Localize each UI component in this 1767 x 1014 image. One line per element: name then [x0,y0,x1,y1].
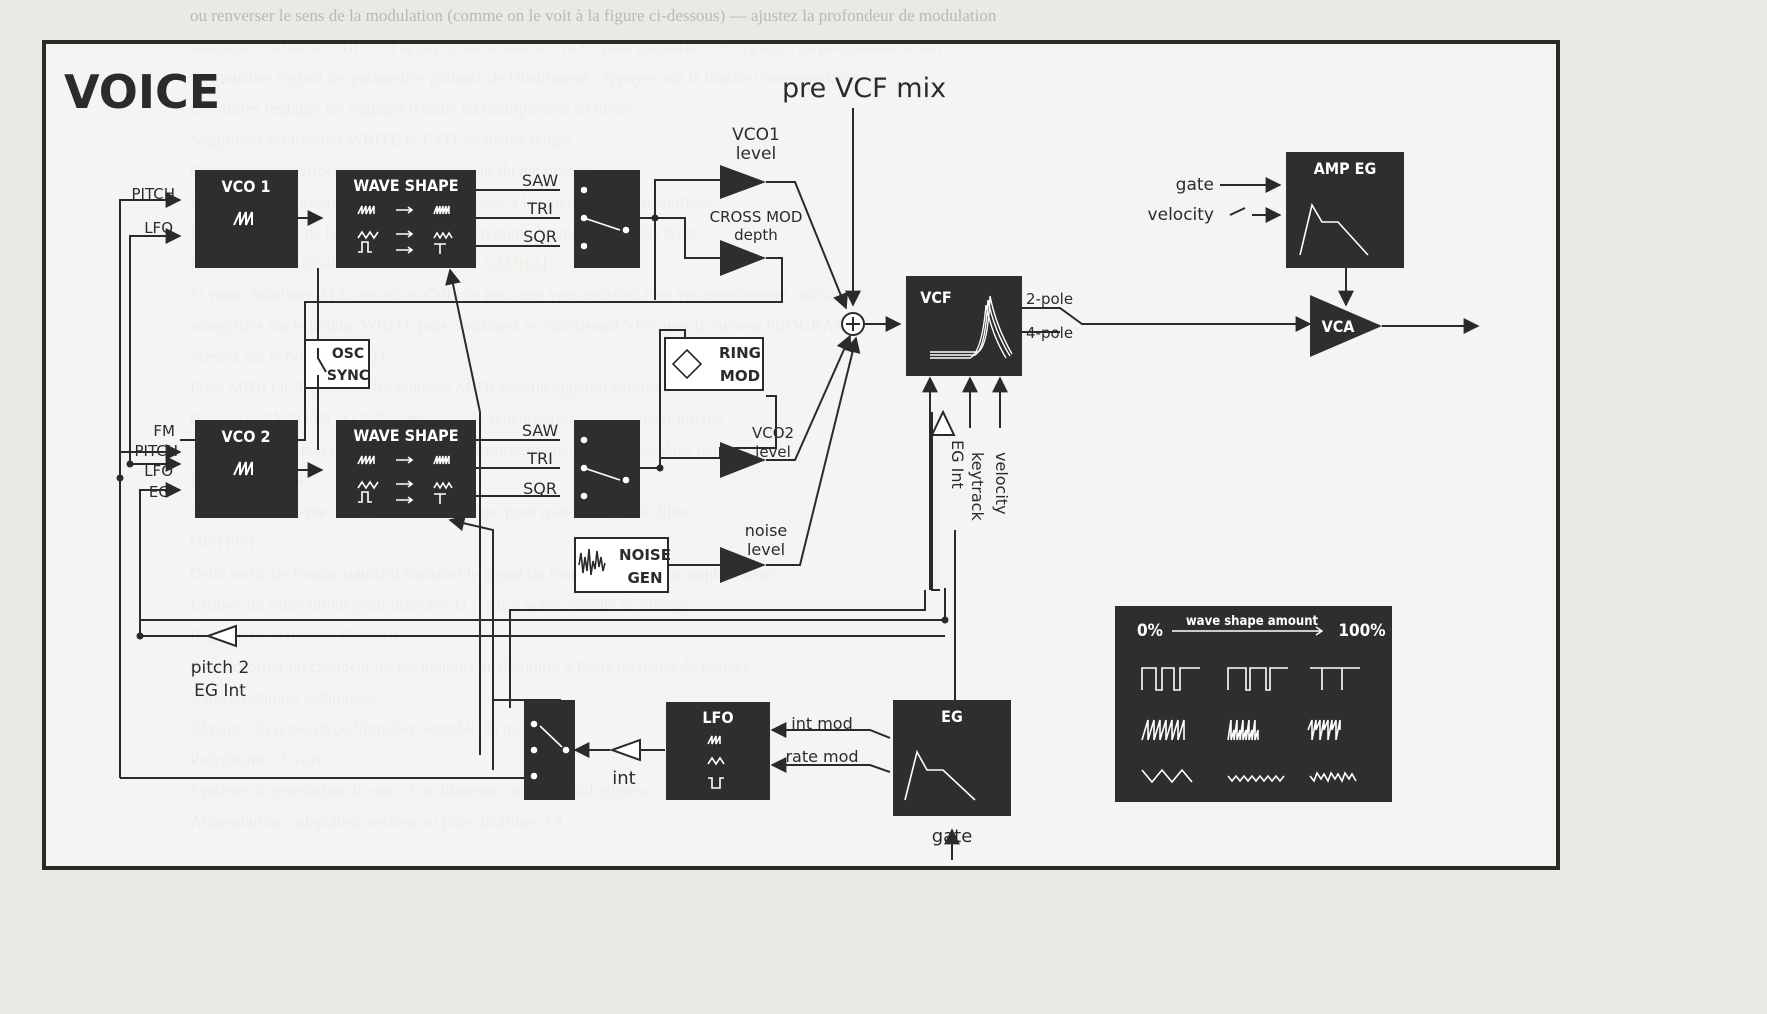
pitch2-label-2: EG Int [194,681,246,701]
cross-mod-label-2: depth [734,226,778,244]
vcf-input-line [931,412,940,591]
lfo-to-ws1-wire [445,268,481,413]
pre-vcf-mix-label: pre VCF mix [782,73,946,104]
vcf-label: VCF [920,288,952,307]
vco2-pitch-label: PITCH [134,442,178,460]
amp-eg-label: AMP EG [1314,159,1377,178]
vca-amp [1310,295,1382,357]
lfo-to-ws2-wire [448,515,494,770]
vco1-level-label-1: VCO1 [732,125,780,145]
lfo-int-mod-label: int mod [791,714,852,733]
vco2-eg-wire [139,482,182,636]
ampeg-velocity-wire [1229,208,1280,215]
noise-gen-label-1: NOISE [619,546,671,564]
cross-mod-amp [720,240,766,276]
lfo-rate-mod-label: rate mod [785,747,858,766]
lfo-tri-icon [707,756,725,766]
vco2-level-label-1: VCO2 [752,424,794,442]
vco1-level-amp [720,165,766,199]
wave-shape-1-label: WAVE SHAPE [353,176,458,195]
vco2-level-to-mix-wire [766,334,852,461]
lfo-int-amp [609,738,641,762]
ring-mod-box [664,337,764,391]
legend-waveforms [1141,667,1360,784]
eg-block [893,700,1011,816]
vcf-velocity-label: velocity [992,452,1011,515]
pitch-wire-vco1 [119,192,182,478]
ws2-waves-wire [476,439,560,497]
vco2-fm-label: FM [153,422,175,440]
background-text-line: ou renverser le sens de la modulation (c… [190,6,997,25]
osc-sync-label-2: SYNC [327,368,369,384]
legend-title: wave shape amount [1186,614,1319,629]
lfo-to-vcf-wire [509,590,926,708]
vca-label: VCA [1322,317,1356,336]
filter-curve-icon [930,295,1013,359]
vco2-level-label-2: level [755,443,791,461]
ws1-tri-label: TRI [526,199,553,218]
vco1-level-label-2: level [736,144,776,164]
amp-eg-velocity-label: velocity [1148,205,1214,225]
legend-min-label: 0% [1137,621,1163,641]
vco2-lfo-label: LFO [144,462,173,480]
vco1-lfo-label: LFO [144,219,173,237]
ws1-waves-wire [476,189,560,247]
amp-eg-gate-label: gate [1176,175,1214,195]
saw-icon [233,461,253,476]
vcf-to-vca-wire [1022,307,1312,332]
vco2-label: VCO 2 [222,427,271,446]
eg-label: EG [941,707,963,726]
wave-shape-amount-legend [1115,606,1392,802]
noise-level-label-2: level [747,540,785,559]
vco1-to-crossmod-wire [655,217,720,259]
ws1-saw-label: SAW [522,171,559,190]
lfo-label: LFO [702,708,733,727]
eg-gate-label: gate [932,826,973,847]
cross-mod-label-1: CROSS MOD [710,208,803,226]
vco2-eg-label: EG [149,483,170,501]
amp-eg-block [1286,152,1404,268]
osc-sync-box [304,339,370,389]
lfo-square-icon [708,777,724,789]
vcf-keytrack-label: keytrack [968,452,987,521]
int-mod-wire [770,722,891,739]
vcf-2pole-label: 2-pole [1026,290,1073,308]
vcf-eg-int-label: EG Int [948,440,967,489]
vcf-block [906,276,1022,376]
vco1-label: VCO 1 [222,177,271,196]
noise-level-to-mix-wire [766,336,861,566]
lfo-block [666,702,770,800]
ws2-sqr-label: SQR [523,479,557,498]
envelope-icon [904,749,976,801]
ws2-tri-label: TRI [526,449,553,468]
eg-bus-wire [140,588,946,621]
vco2-level-amp [720,442,766,478]
envelope-icon [1299,202,1369,256]
noise-wave-icon [578,548,606,576]
vco2-to-level-wire [659,457,720,468]
vco1-level-to-mix-wire [766,181,849,310]
noise-gen-label-2: GEN [627,569,662,587]
pitch2-eg-int-amp [205,624,237,648]
pitch2-label-1: pitch 2 [191,658,250,678]
lfo-int-label: int [612,768,635,789]
ring-mod-label-2: MOD [720,367,760,385]
vcf-4pole-label: 4-pole [1026,324,1073,342]
noise-level-label-1: noise [745,521,788,540]
vco1-pitch-label: PITCH [131,185,175,203]
ws1-sqr-label: SQR [523,227,557,246]
ws2-saw-label: SAW [522,421,559,440]
wave-shape-2-label: WAVE SHAPE [353,426,458,445]
rate-mod-wire [770,757,891,773]
eg-int-amp [930,409,956,436]
lfo-saw-icon [707,735,721,745]
diagram-title: VOICE [64,65,220,119]
osc-sync-label-1: OSC [332,346,364,362]
noise-level-amp [720,547,766,583]
legend-max-label: 100% [1338,621,1385,641]
ring-mod-label-1: RING [719,344,761,362]
lfo-wire-vco1 [129,228,182,464]
saw-icon [233,211,253,226]
